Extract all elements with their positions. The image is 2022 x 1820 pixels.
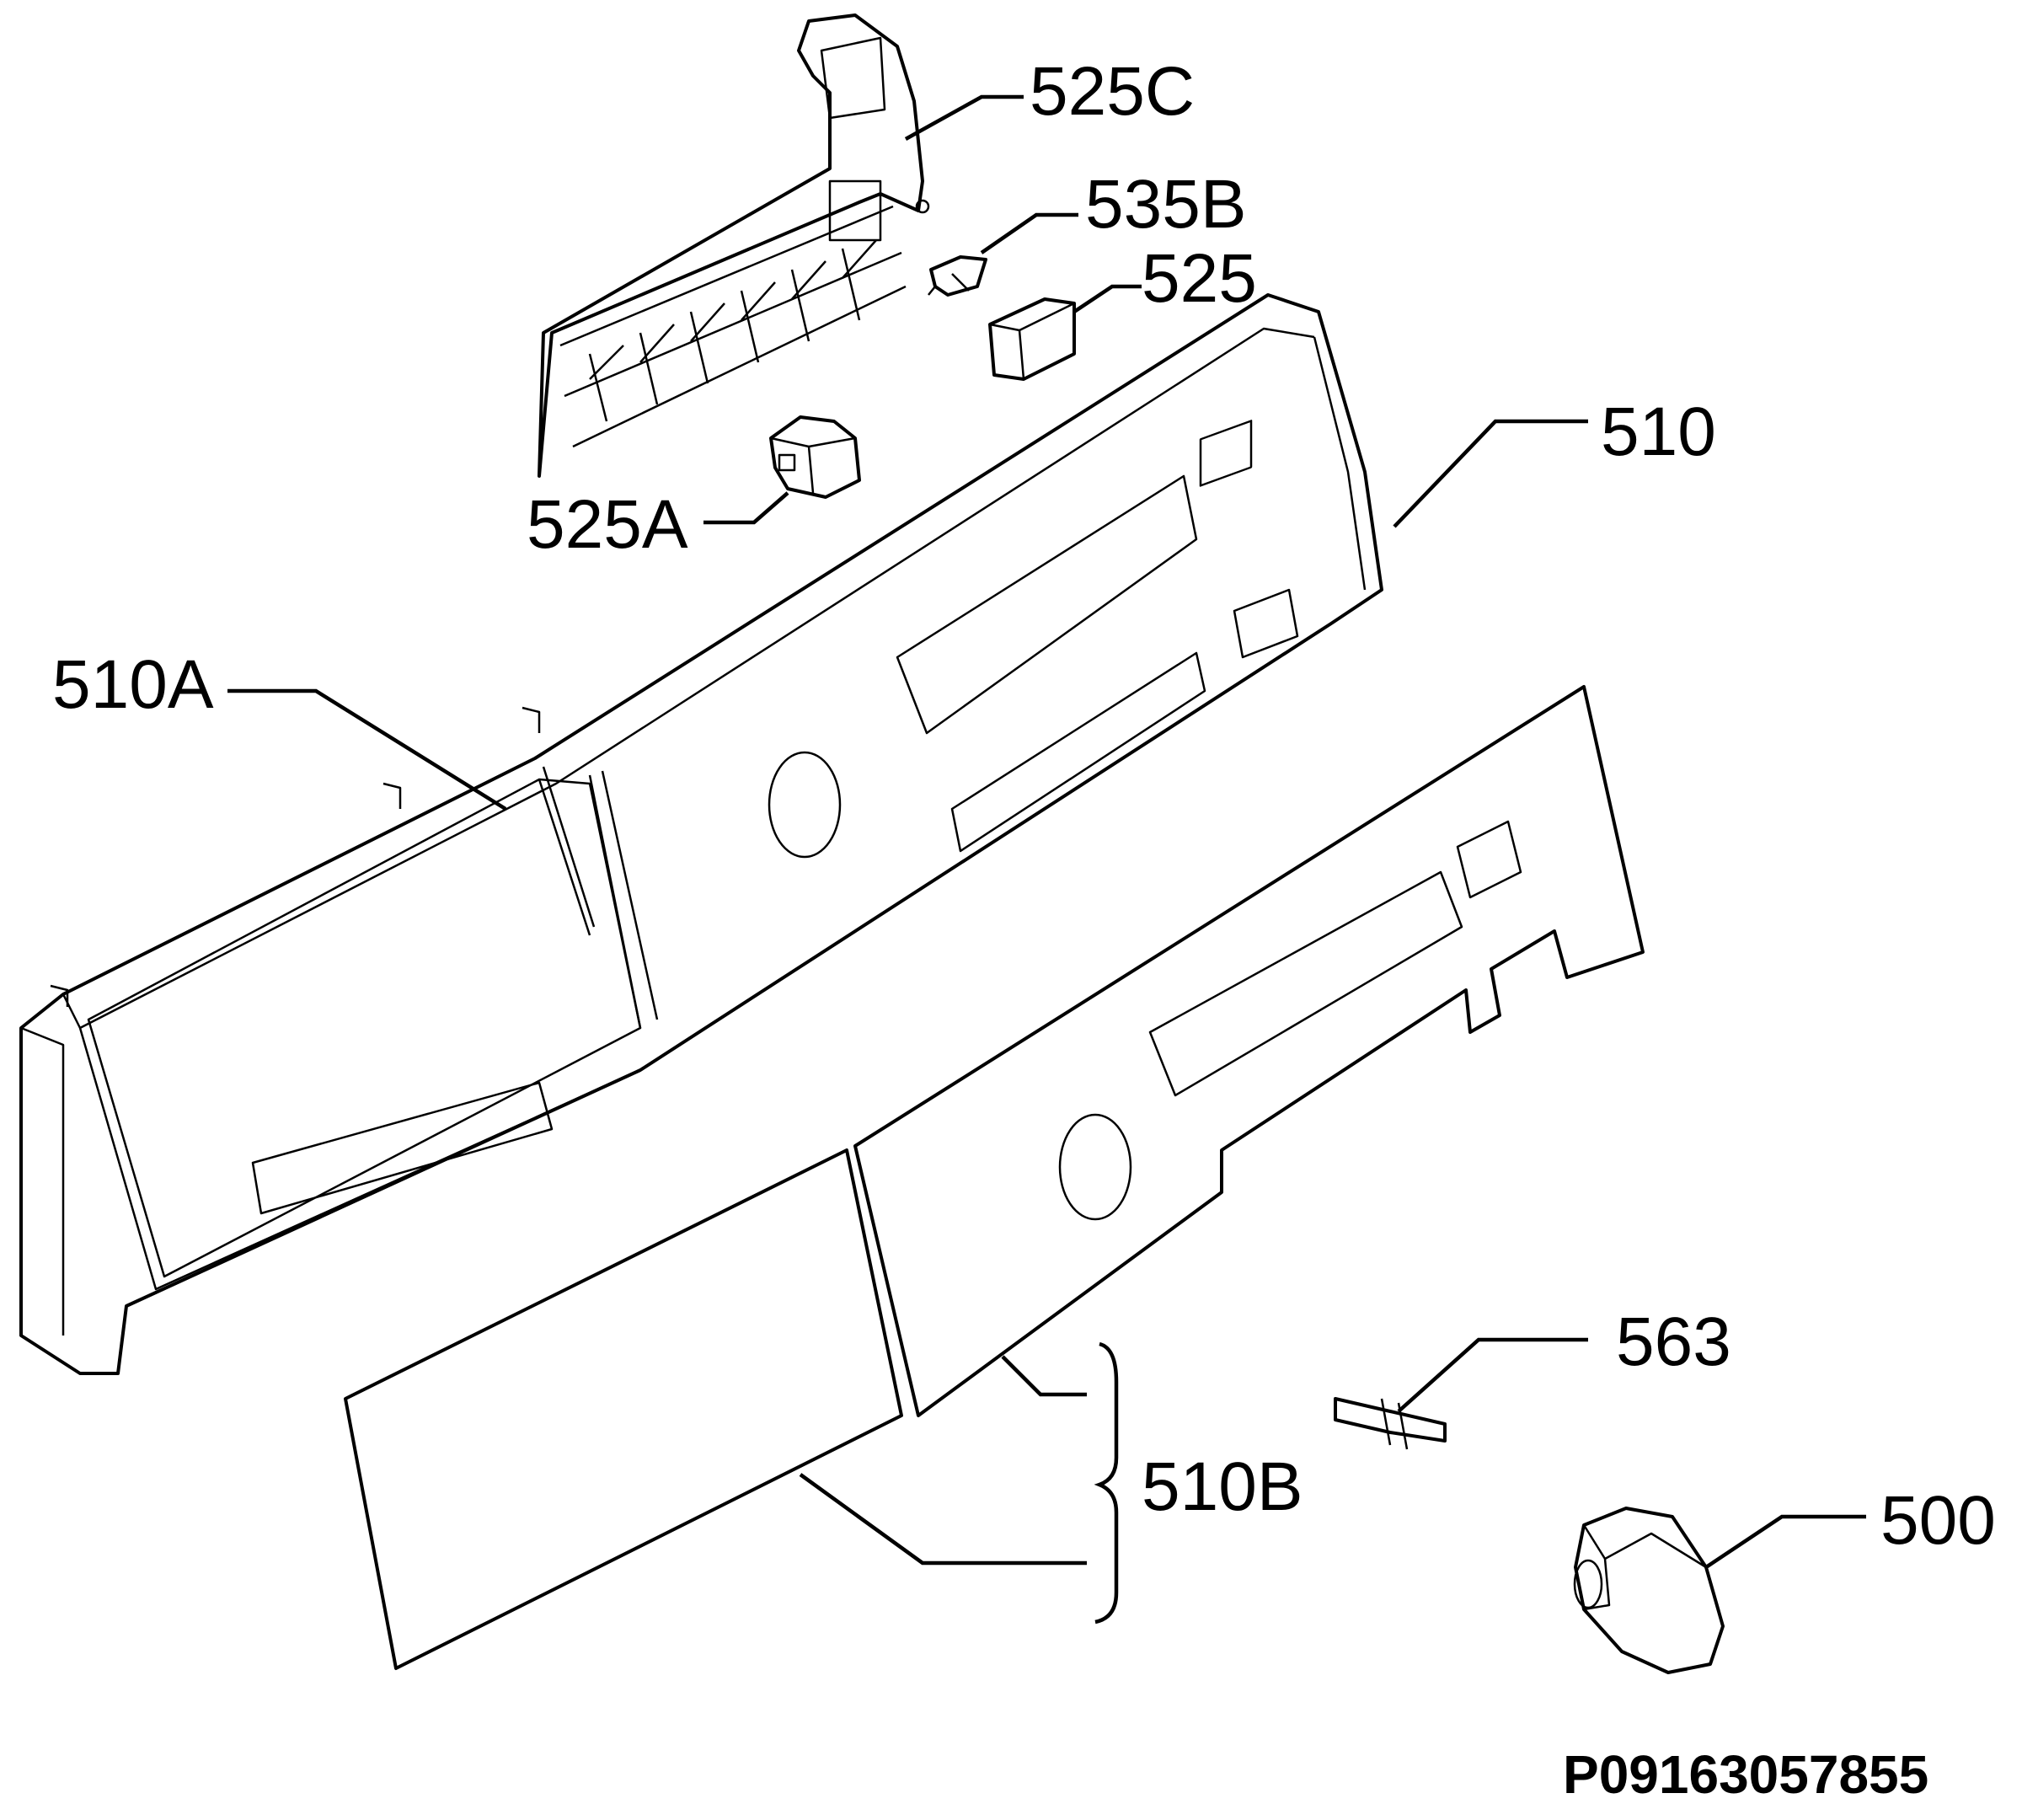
callout-510b: 510B — [1142, 1448, 1303, 1525]
callout-525: 525 — [1142, 240, 1257, 317]
leader-lines — [227, 94, 1866, 1625]
part-525-button — [988, 297, 1076, 381]
callout-535b: 535B — [1085, 166, 1247, 243]
part-500-knob — [1573, 1507, 1725, 1674]
part-525a-button — [769, 415, 861, 499]
document-number: P09163057855 — [1563, 1744, 1928, 1805]
callout-525a: 525A — [527, 486, 688, 563]
part-510a-drawer — [87, 766, 642, 1278]
callout-510a: 510A — [52, 646, 214, 723]
part-510b-decor-panels — [344, 685, 1645, 1670]
callout-510: 510 — [1601, 393, 1716, 470]
callout-500: 500 — [1880, 1482, 1996, 1559]
part-535b-clip — [928, 255, 987, 297]
part-510-control-panel — [19, 293, 1383, 1375]
part-563-shaft — [1334, 1397, 1447, 1450]
callout-563: 563 — [1616, 1303, 1731, 1380]
part-525c-bracket — [538, 13, 930, 478]
callout-525c: 525C — [1030, 53, 1195, 130]
